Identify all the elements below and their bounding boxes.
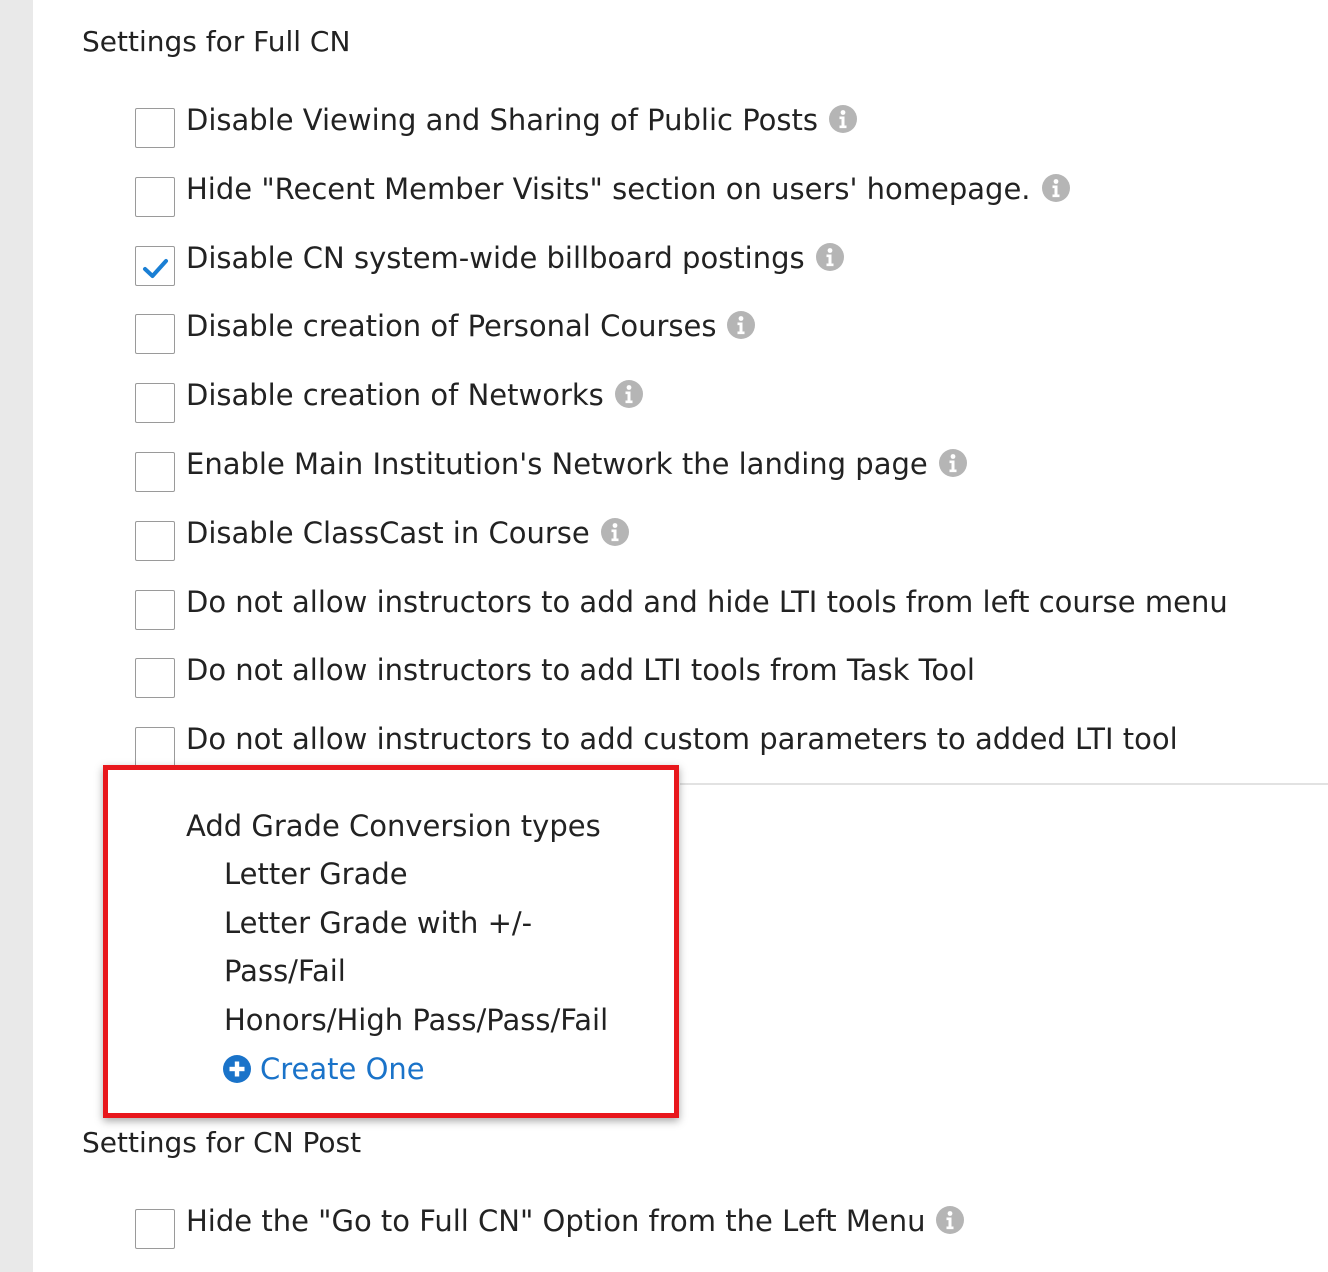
option-checkbox[interactable] [135, 245, 175, 286]
plus-circle-icon [223, 1055, 251, 1083]
option-row[interactable]: Hide the "Go to Full CN" Option from the… [135, 1201, 965, 1249]
info-icon[interactable] [726, 310, 756, 340]
option-row[interactable]: Do not allow instructors to add custom p… [135, 719, 1178, 768]
grade-type-letter-grade-plus-minus[interactable]: Letter Grade with +/- [224, 906, 533, 940]
option-label: Hide the "Go to Full CN" Option from the… [186, 1204, 926, 1238]
grade-conversion-title: Add Grade Conversion types [186, 809, 601, 843]
option-row[interactable]: Disable Viewing and Sharing of Public Po… [135, 100, 858, 148]
option-checkbox[interactable] [135, 589, 175, 630]
option-label: Disable ClassCast in Course [186, 515, 590, 550]
option-label: Do not allow instructors to add and hide… [186, 584, 1228, 619]
option-checkbox[interactable] [135, 452, 175, 492]
grade-type-pass-fail[interactable]: Pass/Fail [224, 954, 346, 988]
option-row[interactable]: Do not allow instructors to add LTI tool… [135, 650, 975, 699]
section-title-cn-post: Settings for CN Post [82, 1126, 362, 1159]
info-icon[interactable] [815, 242, 845, 272]
highlight-box [103, 765, 679, 1118]
option-label: Do not allow instructors to add custom p… [186, 722, 1178, 757]
option-label: Disable CN system-wide billboard posting… [186, 240, 805, 275]
info-icon[interactable] [614, 379, 644, 409]
create-one-label: Create One [260, 1052, 425, 1086]
option-label: Disable creation of Personal Courses [186, 309, 717, 344]
info-icon[interactable] [935, 1205, 965, 1235]
option-label: Disable creation of Networks [186, 378, 604, 413]
option-label: Hide "Recent Member Visits" section on u… [186, 171, 1031, 206]
option-checkbox[interactable] [135, 314, 175, 355]
option-label: Enable Main Institution's Network the la… [186, 447, 928, 481]
option-checkbox[interactable] [135, 520, 175, 561]
create-one-link[interactable]: Create One [222, 1051, 425, 1087]
info-icon[interactable] [938, 448, 968, 478]
option-checkbox[interactable] [135, 658, 175, 699]
divider [680, 783, 1328, 785]
option-row[interactable]: Disable creation of Personal Courses [135, 306, 756, 355]
option-checkbox[interactable] [135, 727, 175, 768]
left-gutter [0, 0, 33, 1272]
option-row[interactable]: Disable CN system-wide billboard posting… [135, 238, 845, 286]
option-label: Disable Viewing and Sharing of Public Po… [186, 103, 818, 137]
section-title-full-cn: Settings for Full CN [82, 25, 351, 58]
option-label: Do not allow instructors to add LTI tool… [186, 653, 975, 688]
option-checkbox[interactable] [135, 1209, 175, 1249]
option-row[interactable]: Do not allow instructors to add and hide… [135, 582, 1228, 630]
option-row[interactable]: Disable ClassCast in Course [135, 513, 630, 561]
info-icon[interactable] [828, 104, 858, 134]
info-icon[interactable] [600, 517, 630, 547]
grade-type-honors-high-pass[interactable]: Honors/High Pass/Pass/Fail [224, 1003, 609, 1037]
info-icon[interactable] [1041, 173, 1071, 203]
option-row[interactable]: Hide "Recent Member Visits" section on u… [135, 169, 1071, 217]
option-checkbox[interactable] [135, 176, 175, 217]
option-row[interactable]: Enable Main Institution's Network the la… [135, 444, 968, 492]
option-checkbox[interactable] [135, 108, 175, 148]
option-checkbox[interactable] [135, 383, 175, 424]
checkmark-icon [143, 258, 168, 278]
grade-type-letter-grade[interactable]: Letter Grade [224, 857, 408, 891]
option-row[interactable]: Disable creation of Networks [135, 375, 644, 424]
